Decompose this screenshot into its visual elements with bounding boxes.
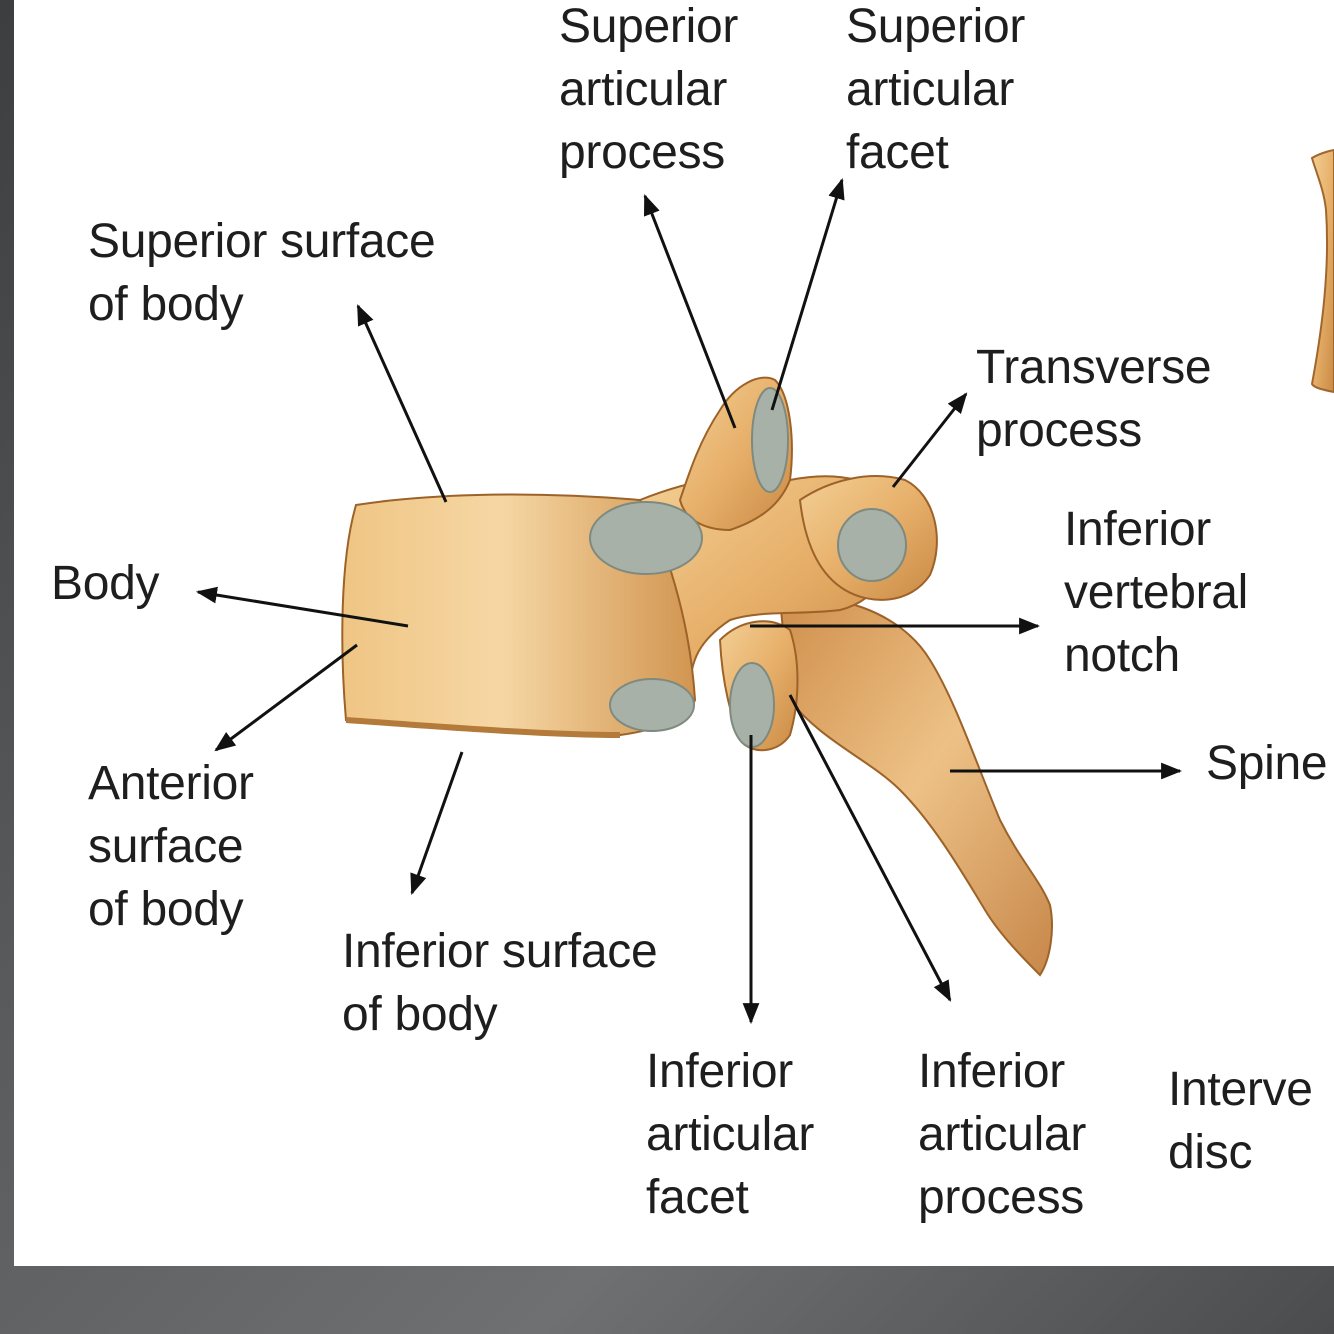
arrow-superior-articular-facet: [770, 177, 845, 411]
label-line: Superior surface: [88, 215, 436, 268]
label-body: Body: [51, 552, 160, 615]
diagram-slide: Superior articular process Superior arti…: [14, 0, 1334, 1266]
spinous-process: [778, 596, 1053, 977]
label-line: Inferior surface: [342, 925, 658, 978]
label-inferior-vertebral-notch: Inferior vertebral notch: [1064, 498, 1248, 687]
label-line: Inferior: [1064, 503, 1211, 556]
label-line: Superior: [559, 0, 739, 53]
label-line: Anterior: [88, 757, 254, 810]
label-superior-articular-process: Superior articular process: [559, 0, 738, 184]
arrow-inferior-articular-process: [788, 694, 952, 1002]
label-line: facet: [646, 1171, 749, 1224]
arrow-superior-surface-of-body: [356, 304, 448, 503]
inferior-articular-facet-surface: [729, 662, 775, 748]
arrow-anterior-surface-of-body: [214, 643, 358, 752]
label-line: Body: [51, 557, 160, 610]
superior-articular-facet-surface: [751, 387, 789, 493]
label-inferior-surface-of-body: Inferior surface of body: [342, 920, 658, 1046]
label-line: articular: [846, 63, 1015, 116]
label-anterior-surface-of-body: Anterior surface of body: [88, 752, 254, 941]
label-intervertebral-disc: Interve disc: [1168, 1058, 1313, 1184]
arrow-inferior-surface-of-body: [410, 751, 464, 895]
label-line: Inferior: [646, 1045, 793, 1098]
label-superior-articular-facet: Superior articular facet: [846, 0, 1025, 184]
label-transverse-process: Transverse process: [976, 336, 1212, 462]
body-inferior-costal-facet: [609, 678, 695, 732]
label-line: articular: [646, 1108, 815, 1161]
label-line: notch: [1064, 629, 1180, 682]
label-inferior-articular-facet: Inferior articular facet: [646, 1040, 814, 1229]
arrow-transverse-process: [891, 392, 968, 488]
label-line: process: [918, 1171, 1084, 1224]
adjacent-vertebra: [1310, 148, 1334, 394]
label-spine: Spine: [1206, 732, 1328, 795]
label-inferior-articular-process: Inferior articular process: [918, 1040, 1086, 1229]
arrow-superior-articular-process: [643, 194, 737, 429]
label-line: Inferior: [918, 1045, 1065, 1098]
label-line: facet: [846, 126, 949, 179]
label-line: of body: [88, 883, 244, 936]
label-line: vertebral: [1064, 566, 1249, 619]
label-line: process: [559, 126, 725, 179]
label-line: Spine: [1206, 737, 1328, 790]
label-line: of body: [342, 988, 498, 1041]
label-line: disc: [1168, 1126, 1253, 1179]
arrow-body: [195, 586, 409, 628]
label-line: process: [976, 404, 1142, 457]
label-superior-surface-of-body: Superior surface of body: [88, 210, 436, 336]
label-line: Superior: [846, 0, 1026, 53]
body-superior-costal-facet: [589, 501, 703, 575]
label-line: Interve: [1168, 1063, 1313, 1116]
vertebra-illustration: [195, 148, 1334, 1025]
label-line: Transverse: [976, 341, 1212, 394]
label-line: articular: [559, 63, 728, 116]
transverse-process-costal-facet: [837, 508, 907, 582]
label-line: articular: [918, 1108, 1087, 1161]
label-line: surface: [88, 820, 244, 873]
label-line: of body: [88, 278, 244, 331]
body-inferior-rim: [345, 717, 621, 738]
